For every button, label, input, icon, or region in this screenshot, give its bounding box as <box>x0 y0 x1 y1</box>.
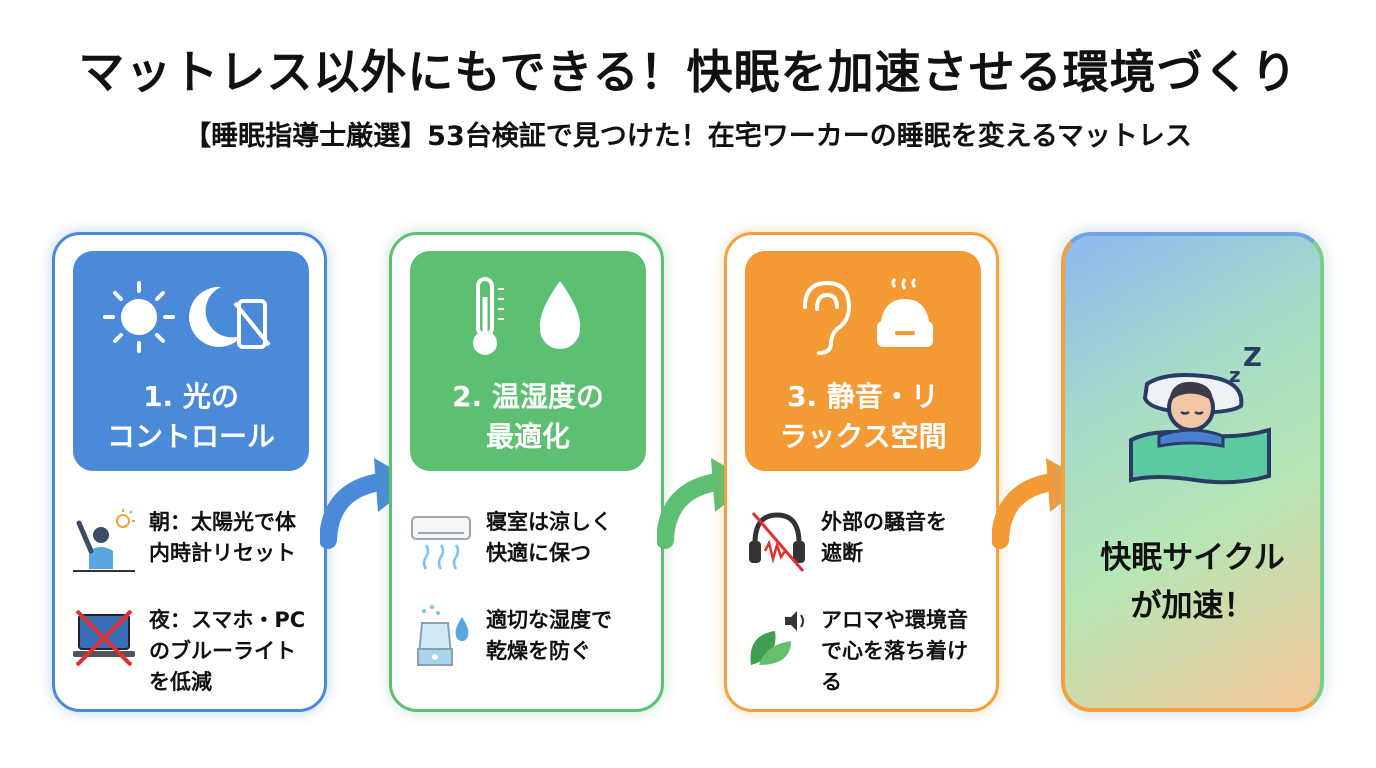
result-card: Z z z 快眠サイクル が加速！ <box>1061 232 1324 712</box>
thermometer-icon <box>473 277 504 355</box>
list-item: 寝室は涼しく 快適に保つ <box>410 507 660 587</box>
svg-text:z: z <box>1229 363 1241 387</box>
quiet-header-icons <box>803 277 933 355</box>
item-text: 朝：太陽光で体 内時計リセット <box>149 510 296 565</box>
water-drop-icon <box>539 281 581 349</box>
page-title: マットレス以外にもできる！快眠を加速させる環境づくり <box>78 45 1298 99</box>
item-text: 適切な湿度で 乾燥を防ぐ <box>486 608 612 663</box>
step-header-temperature-humidity: 2. 温湿度の 最適化 <box>410 251 646 471</box>
step-header-light: 1. 光の コントロール <box>73 251 309 471</box>
list-item: 外部の騒音を 遮断 <box>745 507 995 587</box>
list-item: 朝：太陽光で体 内時計リセット <box>73 507 323 587</box>
result-text: 快眠サイクル が加速！ <box>1100 540 1285 624</box>
sleeping-person-icon: Z z z <box>1129 343 1271 485</box>
page-subtitle: 【睡眠指導士厳選】53台検証で見つけた！在宅ワーカーの睡眠を変えるマットレス <box>184 121 1192 152</box>
air-conditioner-icon <box>411 516 471 570</box>
list-item: 夜：スマホ・PC のブルーライト を低減 <box>73 605 323 694</box>
step-title: 2. 温湿度の 最適化 <box>452 380 604 453</box>
humidifier-icon <box>416 605 469 666</box>
item-text: アロマや環境音 で心を落ち着け る <box>821 608 968 694</box>
svg-text:Z: Z <box>1243 343 1262 373</box>
step-title: 1. 光の コントロール <box>106 380 275 453</box>
morning-stretch-person-icon <box>73 509 135 572</box>
list-item: アロマや環境音 で心を落ち着け る <box>745 605 995 694</box>
noise-cancel-headphones-icon <box>749 512 805 572</box>
smartphone-off-icon <box>233 299 271 349</box>
item-text: 寝室は涼しく 快適に保つ <box>486 510 612 565</box>
light-header-icons <box>103 281 271 353</box>
item-text: 夜：スマホ・PC のブルーライト を低減 <box>149 608 306 694</box>
ear-icon <box>803 280 852 355</box>
sun-icon <box>103 281 175 353</box>
temperature-header-icons <box>473 277 581 355</box>
leaf-sound-icon <box>750 611 804 665</box>
item-text: 外部の騒音を 遮断 <box>821 510 947 565</box>
aroma-diffuser-icon <box>877 277 933 347</box>
step-header-quiet-relax: 3. 静音・リ ラックス空間 <box>745 251 981 471</box>
moon-icon <box>189 286 243 347</box>
step-title: 3. 静音・リ ラックス空間 <box>779 380 947 453</box>
crossed-out-laptop-icon <box>73 609 135 667</box>
step-card-temperature-humidity: 2. 温湿度の 最適化 寝室は涼しく 快適に保つ 適切な湿度で 乾燥を防ぐ <box>389 232 664 712</box>
step-card-light: 1. 光の コントロール 朝：太陽光で体 内時計リセット 夜：スマホ・PC のブ… <box>52 232 327 712</box>
step-card-quiet-relax: 3. 静音・リ ラックス空間 外部の騒音を 遮断 アロマや環境音 で心を落ち着け… <box>724 232 999 712</box>
list-item: 適切な湿度で 乾燥を防ぐ <box>410 605 660 685</box>
